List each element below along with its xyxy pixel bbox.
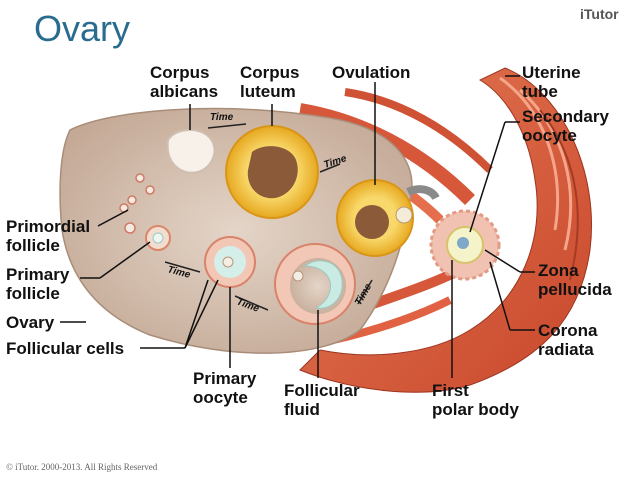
label-uterine-tube: Uterine tube <box>522 63 581 101</box>
svg-text:polar body: polar body <box>432 400 519 419</box>
svg-text:Ovary: Ovary <box>6 313 55 332</box>
svg-text:Zona: Zona <box>538 261 579 280</box>
primordial-follicles <box>119 173 155 234</box>
svg-text:Primordial: Primordial <box>6 217 90 236</box>
svg-text:follicle: follicle <box>6 236 60 255</box>
svg-text:Follicular: Follicular <box>284 381 360 400</box>
label-follicular-cells: Follicular cells <box>6 339 124 358</box>
svg-text:tube: tube <box>522 82 558 101</box>
svg-text:Primary: Primary <box>6 265 70 284</box>
vesicular-follicle <box>274 243 356 325</box>
ovulation-follicle <box>336 179 440 257</box>
svg-text:Secondary: Secondary <box>522 107 609 126</box>
svg-text:Follicular cells: Follicular cells <box>6 339 124 358</box>
growing-follicle <box>204 236 256 288</box>
label-ovulation: Ovulation <box>332 63 410 82</box>
primary-follicle <box>145 225 171 251</box>
svg-text:radiata: radiata <box>538 340 594 359</box>
slide-title: Ovary <box>34 8 131 49</box>
brand-logo: iTutor <box>580 6 619 22</box>
svg-text:Primary: Primary <box>193 369 257 388</box>
svg-text:luteum: luteum <box>240 82 296 101</box>
label-first-polar-body: First polar body <box>432 381 519 419</box>
label-secondary-oocyte: Secondary oocyte <box>522 107 609 145</box>
copyright-footer: © iTutor. 2000-2013. All Rights Reserved <box>6 462 158 472</box>
label-primary-oocyte: Primary oocyte <box>193 369 257 407</box>
label-primary-follicle: Primary follicle <box>6 265 70 303</box>
label-corpus-albicans: Corpus albicans <box>150 63 218 101</box>
svg-text:fluid: fluid <box>284 400 320 419</box>
leader-lines <box>60 75 535 378</box>
label-primordial-follicle: Primordial follicle <box>6 217 90 255</box>
label-ovary: Ovary <box>6 313 55 332</box>
svg-text:oocyte: oocyte <box>522 126 577 145</box>
svg-text:First: First <box>432 381 469 400</box>
secondary-oocyte <box>429 209 501 281</box>
corpus-luteum <box>225 125 319 219</box>
svg-text:pellucida: pellucida <box>538 280 612 299</box>
svg-text:Uterine: Uterine <box>522 63 581 82</box>
svg-text:follicle: follicle <box>6 284 60 303</box>
svg-text:Corpus: Corpus <box>150 63 210 82</box>
time-label: Time <box>210 112 234 123</box>
corpus-albicans <box>166 129 216 174</box>
label-follicular-fluid: Follicular fluid <box>284 381 360 419</box>
svg-text:Corpus: Corpus <box>240 63 300 82</box>
label-corpus-luteum: Corpus luteum <box>240 63 300 101</box>
svg-text:Corona: Corona <box>538 321 598 340</box>
label-corona-radiata: Corona radiata <box>538 321 598 359</box>
label-zona-pellucida: Zona pellucida <box>538 261 612 299</box>
svg-text:oocyte: oocyte <box>193 388 248 407</box>
svg-text:Ovulation: Ovulation <box>332 63 410 82</box>
svg-text:albicans: albicans <box>150 82 218 101</box>
